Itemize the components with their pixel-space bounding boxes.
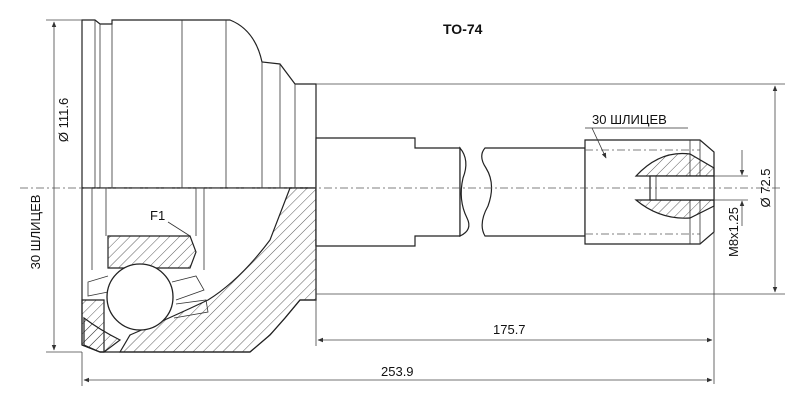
shaft-diameter-label: Ø 72.5	[758, 168, 773, 207]
overall-length-label: 253.9	[381, 364, 414, 379]
thread-label: M8x1.25	[726, 207, 741, 257]
shaft	[315, 137, 715, 247]
dimension-lines	[46, 19, 785, 386]
splines-shaft-label: 30 ШЛИЦЕВ	[592, 112, 667, 127]
ball-bearing	[106, 263, 174, 331]
housing-section	[81, 187, 317, 353]
splines-housing-label: 30 ШЛИЦЕВ	[28, 195, 43, 270]
housing-diameter-label: Ø 111.6	[56, 98, 71, 142]
shaft-length-label: 175.7	[493, 322, 526, 337]
drawing-title: TO-74	[443, 21, 483, 37]
outer-housing	[81, 19, 317, 189]
part-ref-label: F1	[150, 208, 165, 223]
